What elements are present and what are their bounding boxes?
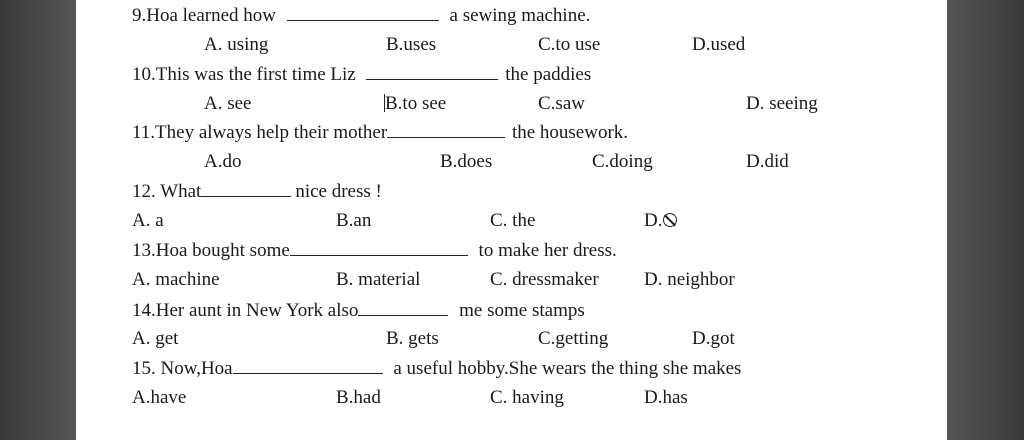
left-background (0, 0, 76, 440)
question-11: 11.They always help their mother the hou… (132, 121, 628, 144)
question-13: 13.Hoa bought some to make her dress. (132, 239, 617, 262)
option-c: C.saw (538, 93, 585, 114)
answer-blank (366, 63, 499, 80)
option-d: D.got (692, 328, 735, 349)
option-b: B. material (336, 269, 421, 290)
answer-blank (201, 180, 292, 197)
answer-blank (289, 239, 468, 256)
option-c: C. having (490, 387, 564, 408)
option-d: D.did (746, 151, 789, 172)
question-14: 14.Her aunt in New York also me some sta… (132, 299, 585, 322)
option-d: D.used (692, 34, 746, 55)
answer-blank (387, 121, 506, 138)
option-d: D. seeing (746, 93, 818, 114)
question-10: 10.This was the first time Liz the paddi… (132, 63, 591, 86)
option-b: B.an (336, 210, 372, 231)
question-stem: 9.Hoa learned how (132, 5, 277, 26)
option-a: A. see (204, 93, 252, 114)
answer-blank (286, 4, 439, 21)
question-stem: the paddies (505, 64, 592, 85)
answer-blank (358, 299, 449, 316)
question-stem: 12. What (132, 181, 202, 202)
option-b: B.uses (386, 34, 437, 55)
option-b: B.does (440, 151, 493, 172)
option-d: D. neighbor (644, 269, 735, 290)
question-stem: a sewing machine. (449, 5, 591, 26)
option-c: C. dressmaker (490, 269, 599, 290)
option-a: A. using (204, 34, 269, 55)
null-symbol-icon (663, 213, 678, 227)
option-d: D. (644, 210, 678, 232)
question-9: 9.Hoa learned how a sewing machine. (132, 4, 590, 27)
worksheet-page: 9.Hoa learned how a sewing machine. A. u… (76, 0, 947, 440)
text-cursor (384, 94, 385, 112)
question-12: 12. What nice dress ! (132, 180, 382, 203)
question-stem: 10.This was the first time Liz (132, 64, 356, 85)
option-b: B. gets (386, 328, 439, 349)
question-stem: a useful hobby.She wears the thing she m… (393, 358, 742, 379)
option-a: A. a (132, 210, 164, 231)
answer-blank (232, 357, 383, 374)
question-15: 15. Now,Hoa a useful hobby.She wears the… (132, 357, 741, 380)
option-a: A. machine (132, 269, 220, 290)
option-b: B.to see (384, 93, 447, 114)
option-c: C.doing (592, 151, 653, 172)
option-b: B.had (336, 387, 381, 408)
option-c: C. the (490, 210, 536, 231)
option-c: C.getting (538, 328, 609, 349)
option-c: C.to use (538, 34, 601, 55)
option-a: A.have (132, 387, 187, 408)
question-stem: 14.Her aunt in New York also (132, 300, 359, 321)
right-background (947, 0, 1024, 440)
question-stem: the housework. (511, 122, 629, 143)
option-a: A.do (204, 151, 242, 172)
option-d: D.has (644, 387, 688, 408)
question-stem: 15. Now,Hoa (132, 358, 233, 379)
question-stem: me some stamps (459, 300, 585, 321)
question-stem: 11.They always help their mother (132, 122, 388, 143)
option-a: A. get (132, 328, 179, 349)
question-stem: to make her dress. (478, 240, 617, 261)
question-stem: nice dress ! (295, 181, 382, 202)
question-stem: 13.Hoa bought some (132, 240, 290, 261)
